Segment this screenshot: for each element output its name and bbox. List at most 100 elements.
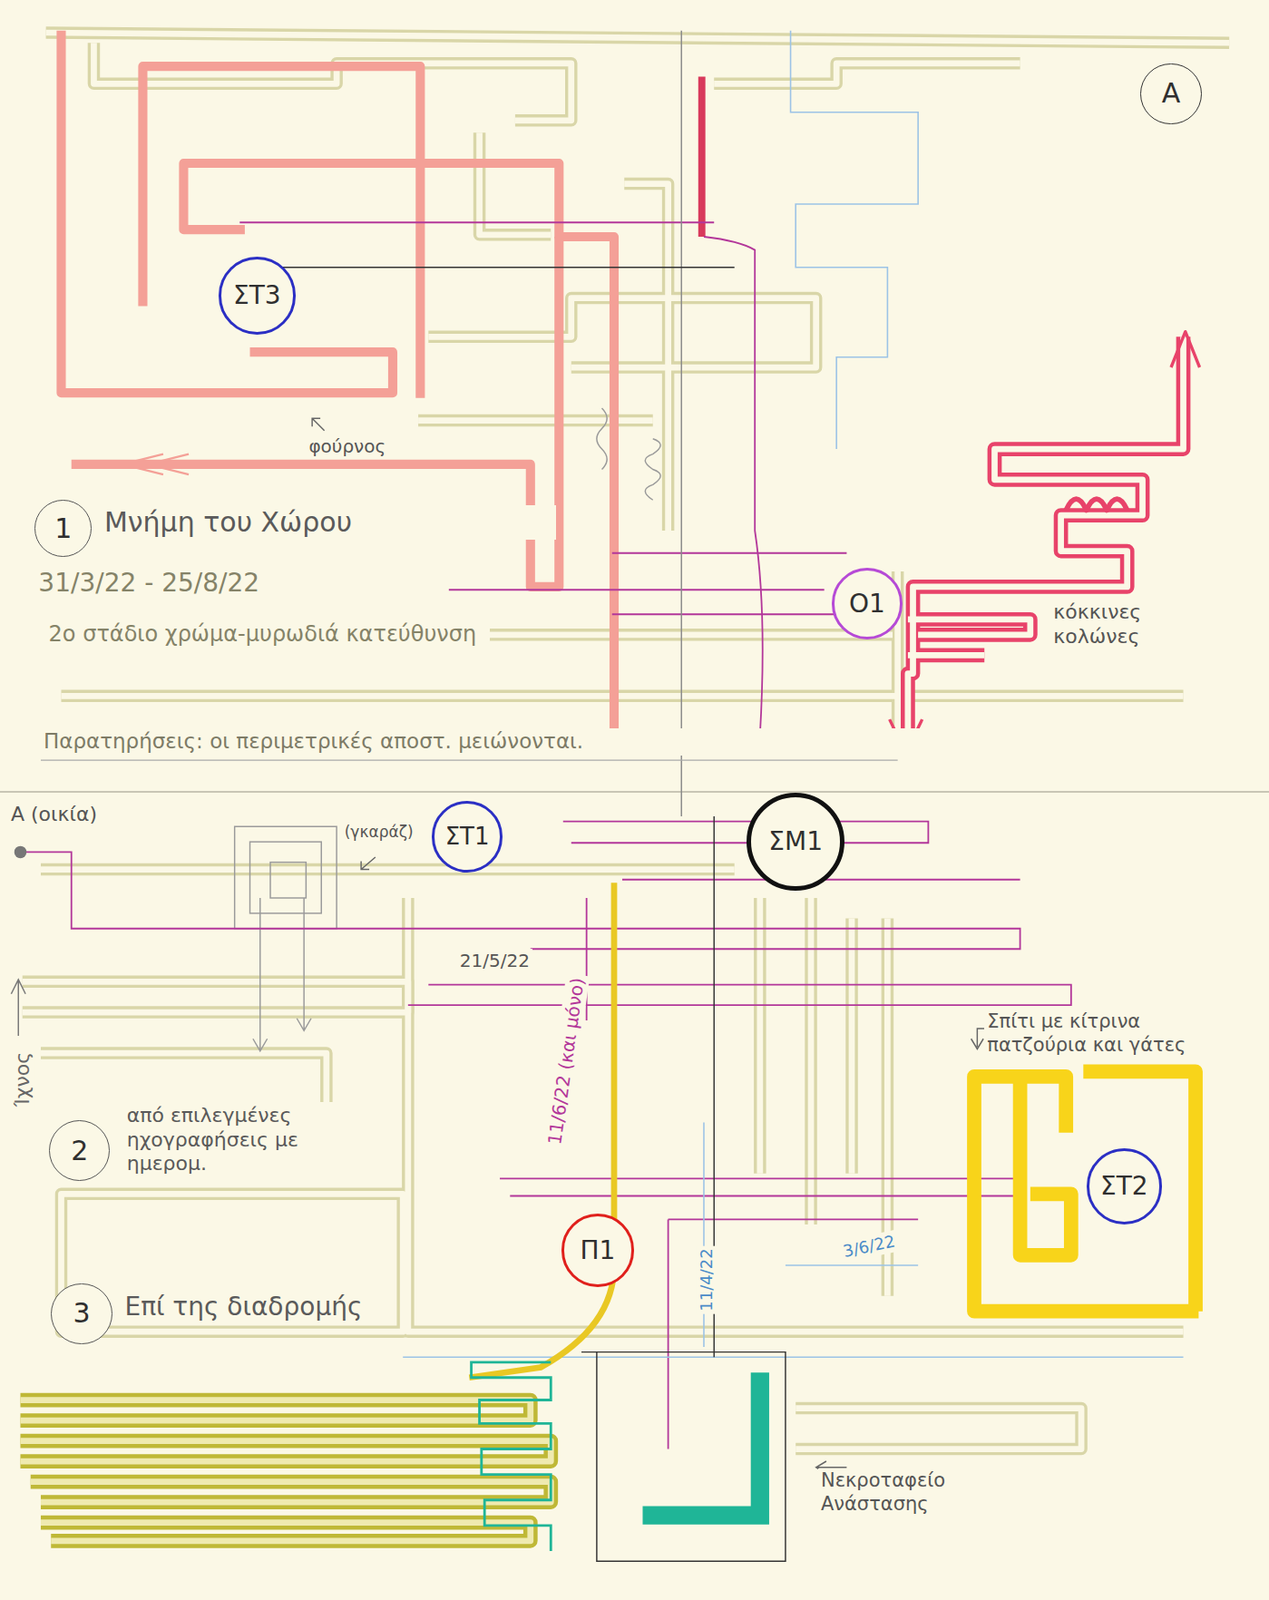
pale-route-core [713, 63, 1020, 85]
teal-zigzag [471, 1362, 552, 1552]
site-circle: 1Μνήμη του Χώρου [34, 499, 92, 557]
black-route [234, 266, 735, 268]
magenta-route [499, 1178, 1021, 1196]
pale-route-core [795, 1408, 1082, 1450]
yellow-house [974, 1076, 1199, 1312]
circle-label: 2 [70, 1137, 88, 1165]
pale-route-core [60, 693, 1183, 700]
pale-route [93, 42, 571, 121]
olive-route-core [19, 1400, 530, 1422]
map-note: Νεκροταφείο Ανάστασης [818, 1468, 1038, 1516]
teal-route [642, 1372, 760, 1516]
pale-route [713, 63, 1020, 85]
red-route-core [907, 336, 1184, 751]
map-note: φούρνος [305, 434, 389, 459]
map-note: 21/5/22 [457, 948, 533, 973]
yellow-house [1083, 1071, 1196, 1311]
map-note: 31/3/22 - 25/8/22 [35, 566, 263, 600]
map-note: κόκκινες κολώνες [1050, 599, 1230, 650]
circle-label: ΣΤ3 [233, 283, 282, 309]
pencil-square [234, 826, 337, 929]
site-circle: 3Επί της διαδρομής [50, 1283, 112, 1345]
pale-route [795, 1408, 1082, 1450]
map-note: (γκαράζ) [341, 821, 417, 842]
site-circle: 2από επιλεγμένες ηχογραφήσεις με ημερομ. [48, 1120, 110, 1182]
olive-route [40, 1522, 531, 1542]
pale-route-core [439, 631, 893, 638]
circle-label: ΣΤ1 [445, 824, 490, 849]
red-zigzag [1065, 498, 1127, 510]
pale-route [22, 981, 409, 1013]
circle-heading: από επιλεγμένες ηχογραφήσεις με ημερομ. [124, 1103, 365, 1177]
pale-route [60, 1193, 403, 1332]
site-circle: Π1 [561, 1213, 635, 1288]
circle-heading: Μνήμη του Χώρου [101, 505, 557, 540]
map-note: A (οικία) [8, 801, 100, 828]
pencil-underline [40, 759, 899, 761]
site-circle: ΣΤ2 [1086, 1148, 1162, 1224]
magenta-route [408, 985, 1072, 1006]
map-note: Παρατηρήσεις: οι περιμετρικές αποστ. μει… [40, 728, 945, 756]
pale-route [60, 690, 1183, 703]
leader-arrow [361, 857, 376, 870]
home-dot [14, 846, 27, 860]
circle-label: ΣΤ2 [1100, 1173, 1149, 1200]
site-circle: ΣΜ1 [746, 792, 845, 891]
trace-arrow [10, 979, 26, 1036]
blue-route [790, 30, 919, 450]
pale-route [624, 184, 668, 532]
circle-label: 1 [54, 515, 72, 543]
site-circle: ΣΤ3 [218, 256, 296, 334]
pale-route [439, 628, 893, 642]
magenta-route [668, 1219, 919, 1449]
olive-route [30, 1482, 552, 1504]
circle-label: Ο1 [849, 591, 886, 617]
fold-line [0, 790, 1269, 793]
olive-route-core [30, 1482, 552, 1504]
red-route-core [907, 619, 1031, 655]
magenta-route [449, 553, 848, 615]
pale-route [40, 1053, 327, 1103]
olive-route-core [40, 1522, 531, 1542]
red-arrowhead [889, 331, 1201, 754]
circle-label: 3 [72, 1299, 90, 1328]
pale-route [46, 32, 1230, 43]
circle-label: Π1 [580, 1238, 616, 1264]
salmon-route [71, 236, 560, 587]
magenta-route [19, 851, 1020, 949]
pale-route [40, 863, 735, 877]
map-note: 2ο στάδιο χρώμα-μυρωδιά κατεύθυνση [46, 620, 491, 649]
map-note: 11/6/22 (και μόνο) [542, 973, 590, 1149]
magenta-route [703, 236, 763, 735]
red-route [907, 619, 1031, 655]
pencil-square [270, 862, 306, 899]
pencil-axis [681, 30, 683, 817]
cemetery-outline [581, 1352, 786, 1562]
circle-label: A [1161, 79, 1182, 108]
olive-route-core [19, 1441, 551, 1463]
pale-route [479, 132, 552, 235]
circle-heading: Επί της διαδρομής [121, 1290, 392, 1324]
magenta-route [563, 821, 929, 844]
site-circle: ΣΤ1 [431, 800, 504, 873]
pencil-squiggle [596, 408, 661, 500]
site-circle: A [1140, 63, 1201, 125]
map-note: Ίχνος [9, 1049, 36, 1110]
salmon-route [183, 163, 615, 735]
pale-route-core [93, 42, 571, 121]
pale-route-core [40, 1053, 327, 1103]
salmon-route [60, 30, 392, 393]
pale-route-core [46, 32, 1230, 43]
map-note: 11/4/22 [696, 1246, 719, 1315]
olive-route [19, 1441, 551, 1463]
site-circle: Ο1 [831, 567, 904, 640]
pale-route-core [428, 298, 816, 369]
magenta-route [239, 221, 714, 224]
yellow-house [1020, 1082, 1072, 1256]
pale-route-core [624, 184, 668, 532]
pencil-arrow [253, 898, 312, 1052]
pale-route-core [22, 981, 409, 1013]
pale-route-core [40, 866, 735, 873]
